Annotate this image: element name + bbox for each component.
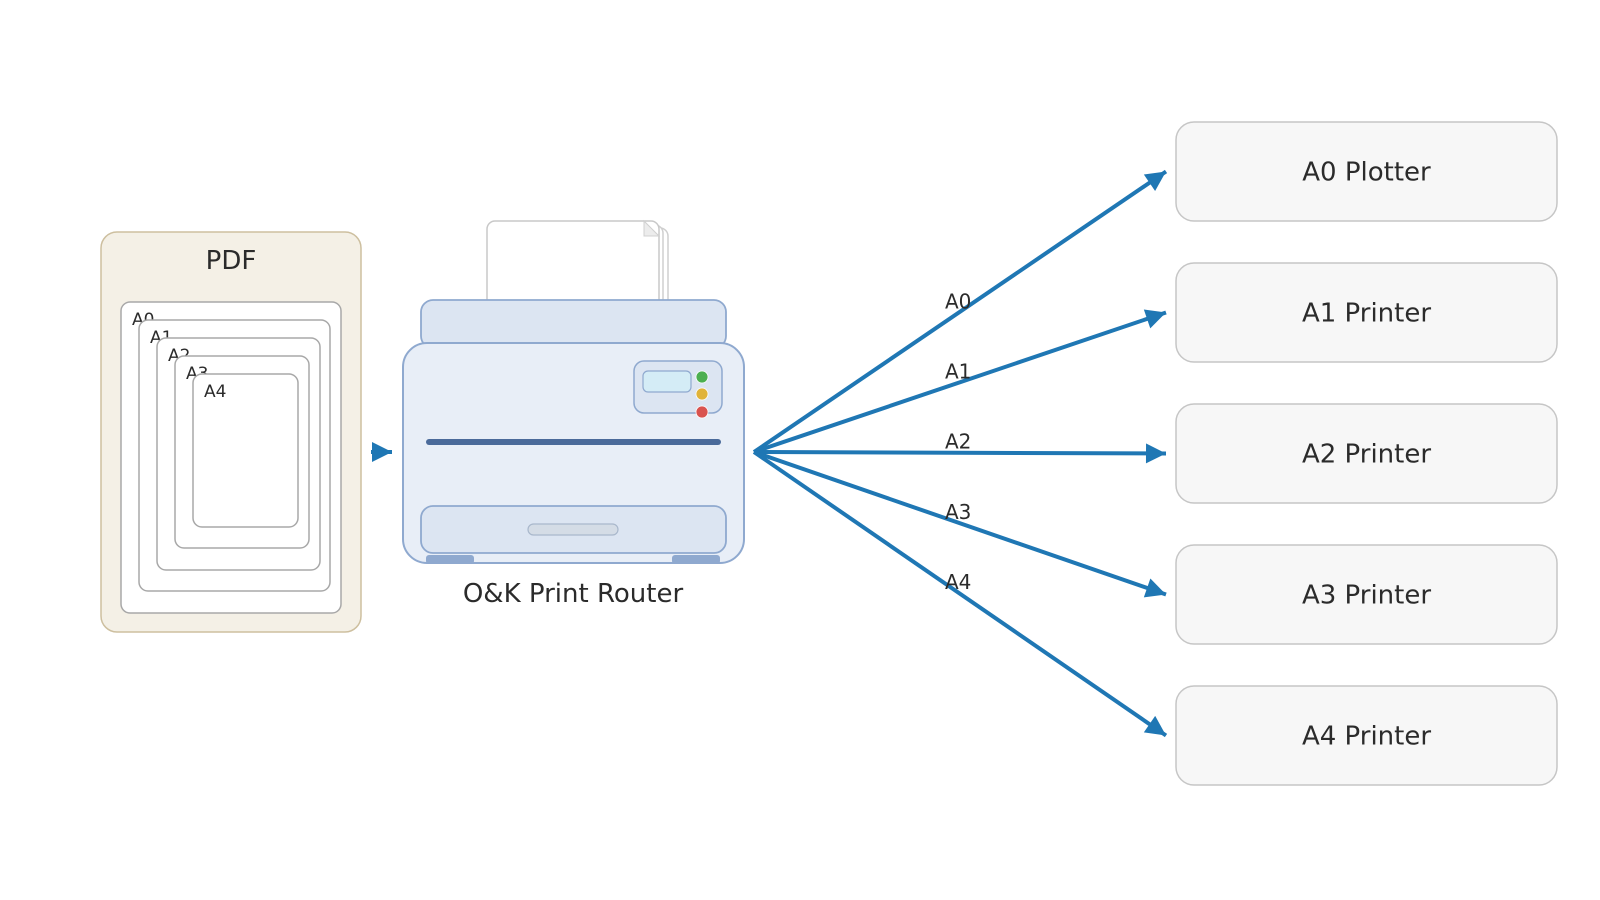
status-light-red — [695, 405, 709, 419]
target-box — [1175, 262, 1558, 363]
print-router: O&K Print Router — [402, 219, 745, 609]
status-light-green — [695, 370, 709, 384]
route-arrow — [753, 309, 1167, 454]
route-label: A0 — [945, 289, 971, 313]
target-label: A3 Printer — [1302, 581, 1431, 611]
route-arrow — [752, 450, 1168, 738]
target-label: A1 Printer — [1302, 299, 1431, 329]
paper-fold-corner — [643, 219, 661, 237]
route-arrow — [752, 169, 1168, 454]
paper-sheet-front — [486, 220, 660, 312]
target-box — [1175, 544, 1558, 645]
target-box — [1175, 685, 1558, 786]
printer-top-tray — [420, 299, 727, 349]
drawer-handle — [527, 523, 619, 536]
target-label: A4 Printer — [1302, 722, 1431, 752]
status-light-yellow — [695, 387, 709, 401]
target-printers: A0 Plotter A1 Printer A2 Printer A3 Printer… — [1175, 121, 1558, 786]
target-box — [1175, 403, 1558, 504]
printer-foot-left — [426, 555, 474, 564]
printer-foot-right — [672, 555, 720, 564]
control-panel-screen — [642, 370, 692, 393]
route-label: A1 — [945, 360, 971, 384]
route-arrow — [753, 450, 1167, 598]
pdf-title: PDF — [206, 246, 257, 276]
target-label: A0 Plotter — [1302, 158, 1431, 188]
pdf-page-label: A4 — [204, 382, 226, 402]
route-label: A4 — [945, 570, 971, 594]
pdf-page-a4 — [192, 373, 299, 528]
target-box — [1175, 121, 1558, 222]
route-label: A3 — [945, 500, 971, 524]
target-label: A2 Printer — [1302, 440, 1431, 470]
route-arrow — [753, 443, 1167, 464]
router-label: O&K Print Router — [463, 579, 684, 609]
route-label: A2 — [945, 430, 971, 454]
